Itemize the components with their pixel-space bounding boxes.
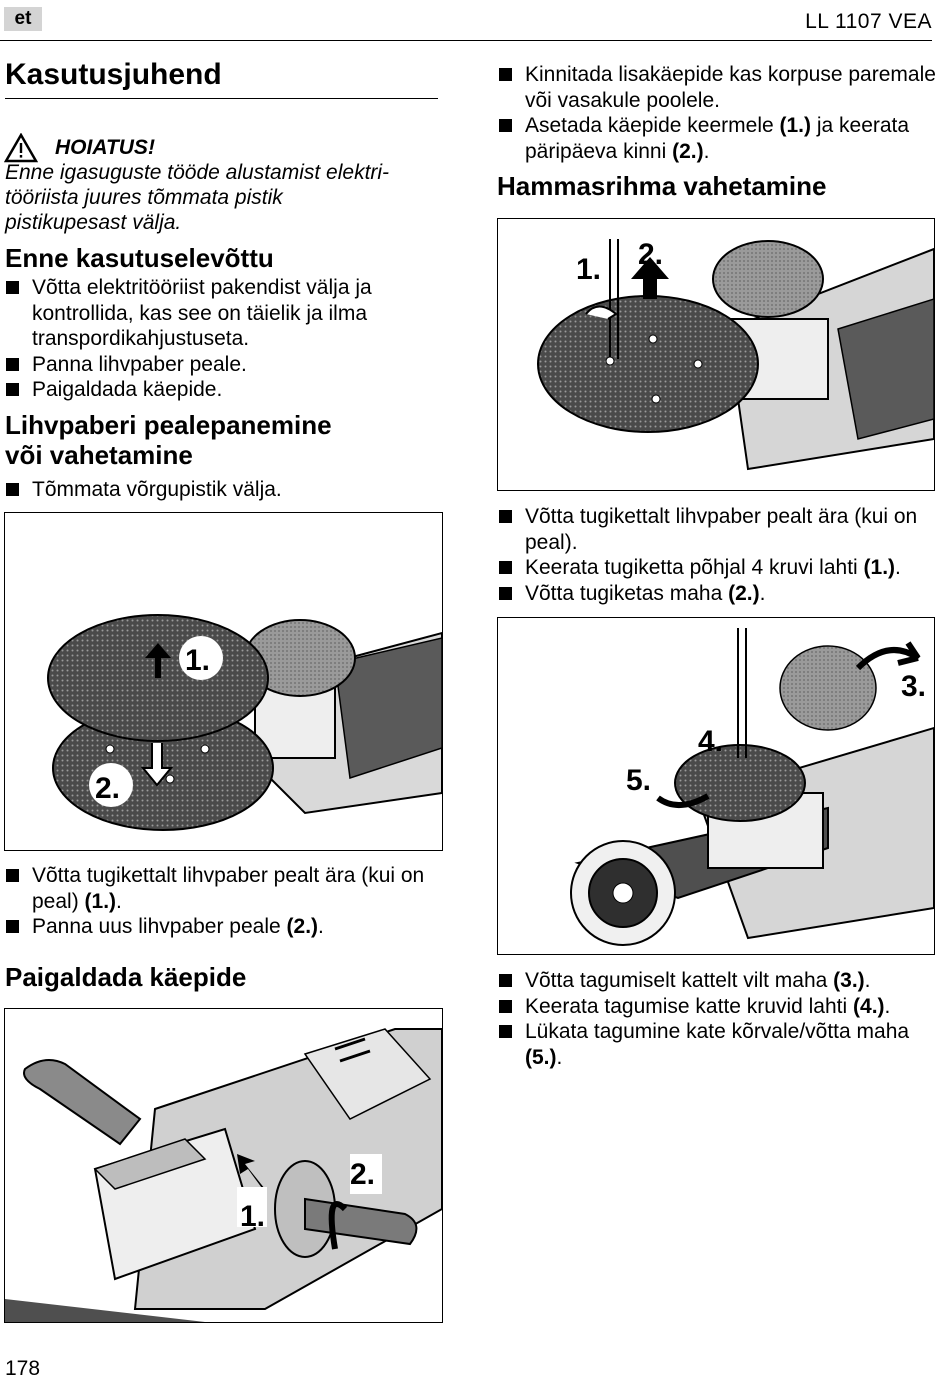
list-item: Võtta tugikettalt lihvpaber pealt ära (k…	[498, 504, 938, 555]
sandpaper-list: Tõmmata võrgupistik välja.	[5, 477, 425, 503]
sandpaper-heading: Lihvpaberi pealepanemine või vahetamine	[5, 410, 445, 470]
sandpaper-heading-line2: või vahetamine	[5, 440, 193, 470]
figure-label: 1.	[185, 644, 210, 677]
sandpaper-illustration: 1. 2.	[47, 614, 442, 831]
sandpaper-heading-line1: Lihvpaberi pealepanemine	[5, 410, 332, 440]
handle-illustration: 1. 2.	[5, 1028, 442, 1322]
handle-figure: 1. 2.	[4, 1008, 443, 1323]
list-item: Võtta elektritööriist pakendist välja ja…	[5, 275, 425, 352]
warning-block: HOIATUS! Enne igasuguste tööde alustamis…	[5, 135, 435, 235]
belt-illustration-1: 1. 2.	[537, 238, 934, 471]
list-item: Keerata tugiketta põhjal 4 kruvi lahti (…	[498, 555, 938, 581]
belt-illustration-2: 3. 4. 5.	[570, 628, 934, 946]
warning-text: Enne igasuguste tööde alustamist elektri…	[5, 161, 390, 234]
figure-label: 1.	[240, 1200, 265, 1233]
handle-list: Kinnitada lisakäepide kas korpuse parema…	[498, 62, 938, 164]
page-number: 178	[5, 1357, 41, 1380]
figure-label: 4.	[698, 725, 723, 758]
figure-label: 2.	[638, 238, 663, 271]
belt-figure-2: 3. 4. 5.	[497, 617, 935, 955]
list-item: Võtta tugikettalt lihvpaber pealt ära (k…	[5, 863, 435, 914]
belt-figure-1: 1. 2.	[497, 218, 935, 491]
figure-label: 2.	[350, 1158, 375, 1191]
list-item: Keerata tagumise katte kruvid lahti (4.)…	[498, 994, 938, 1020]
belt-heading: Hammasrihma vahetamine	[497, 171, 827, 201]
list-item: Asetada käepide keermele (1.) ja keerata…	[498, 113, 938, 164]
list-item: Võtta tagumiselt kattelt vilt maha (3.).	[498, 968, 938, 994]
handle-heading: Paigaldada käepide	[5, 962, 247, 992]
belt-list-1: Võtta tugikettalt lihvpaber pealt ära (k…	[498, 504, 938, 606]
belt-list-2: Võtta tagumiselt kattelt vilt maha (3.).…	[498, 968, 938, 1070]
figure-label: 5.	[626, 764, 651, 797]
list-item: Võtta tugiketas maha (2.).	[498, 581, 938, 607]
figure-label: 2.	[95, 772, 120, 805]
language-tab: et	[4, 7, 42, 31]
sandpaper-figure: 1. 2.	[4, 512, 443, 851]
list-item: Panna lihvpaber peale.	[5, 352, 425, 378]
before-use-list: Võtta elektritööriist pakendist välja ja…	[5, 275, 425, 403]
page-title: Kasutusjuhend	[5, 58, 222, 91]
figure-label: 1.	[576, 253, 601, 286]
list-item: Panna uus lihvpaber peale (2.).	[5, 914, 435, 940]
sandpaper-after-list: Võtta tugikettalt lihvpaber pealt ära (k…	[5, 863, 435, 940]
list-item: Tõmmata võrgupistik välja.	[5, 477, 425, 503]
header-rule	[0, 40, 932, 41]
list-item: Paigaldada käepide.	[5, 377, 425, 403]
title-rule	[5, 98, 438, 99]
list-item: Kinnitada lisakäepide kas korpuse parema…	[498, 62, 938, 113]
model-name: LL 1107 VEA	[805, 10, 932, 33]
before-use-heading: Enne kasutuselevõttu	[5, 243, 274, 273]
list-item: Lükata tagumine kate kõrvale/võtta maha …	[498, 1019, 938, 1070]
figure-label: 3.	[901, 670, 926, 703]
warning-label: HOIATUS!	[55, 136, 155, 159]
warning-triangle-icon	[4, 133, 38, 163]
